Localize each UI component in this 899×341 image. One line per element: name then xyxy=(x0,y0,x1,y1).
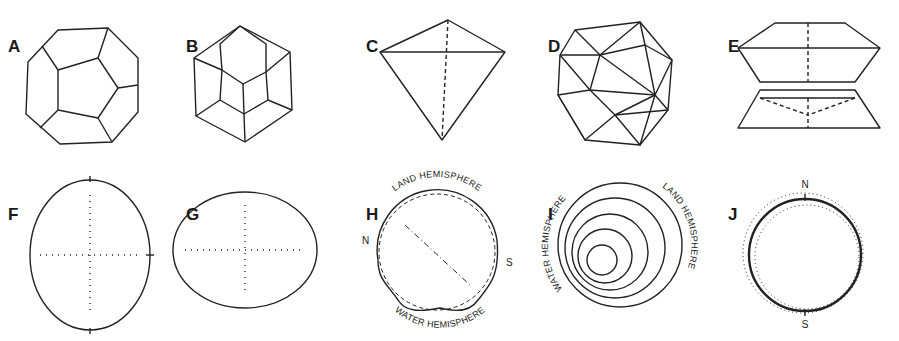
edge-line xyxy=(244,114,245,142)
tetrahedron xyxy=(380,20,505,140)
edge-line xyxy=(40,110,58,128)
shell-circle xyxy=(565,198,665,298)
edge-line xyxy=(575,22,645,55)
tick-mark xyxy=(146,254,154,255)
panel-letter: D xyxy=(548,38,560,55)
edge-line xyxy=(196,70,222,116)
panel-letter: H xyxy=(366,206,378,223)
axis-line xyxy=(40,254,140,255)
edge-line xyxy=(243,84,244,114)
hidden-edge xyxy=(808,98,855,115)
edge-line xyxy=(220,100,268,114)
region-label: LAND HEMISPHERE xyxy=(661,181,700,271)
hidden-edge xyxy=(807,23,808,82)
direction-label: S xyxy=(506,258,513,268)
edge-line xyxy=(194,52,290,84)
edge-line xyxy=(42,46,58,70)
pear-outline xyxy=(377,190,497,311)
panel-letter: E xyxy=(728,38,739,55)
panel-letter: B xyxy=(186,38,198,55)
edge-line xyxy=(380,51,505,52)
region-label: LAND HEMISPHERE xyxy=(390,169,484,193)
panel-letter: J xyxy=(728,206,737,223)
edge-line xyxy=(600,55,668,110)
panel-letter: G xyxy=(186,206,199,223)
tick-mark xyxy=(804,309,805,316)
hidden-edge xyxy=(442,20,448,140)
shell-circle xyxy=(587,245,617,275)
direction-label: S xyxy=(802,320,809,330)
edge-line xyxy=(590,90,655,115)
tick-mark xyxy=(89,176,90,182)
edge-line xyxy=(590,90,655,95)
shell-circle xyxy=(572,214,648,290)
edge-line xyxy=(98,118,112,142)
frustum xyxy=(738,90,880,128)
edge-line xyxy=(615,110,668,115)
sphere-reference xyxy=(379,194,495,310)
panel-letter: I xyxy=(548,206,553,223)
dodecahedron-face xyxy=(58,58,118,118)
direction-label: N xyxy=(362,236,369,246)
oblate-outline xyxy=(173,192,317,308)
region-label: WATER HEMISPHERE xyxy=(393,305,486,330)
axis-line xyxy=(405,225,470,285)
edge-line xyxy=(118,85,138,88)
offset-outline xyxy=(755,205,859,309)
hidden-edge xyxy=(807,98,808,128)
edge-line xyxy=(240,26,266,72)
earth-outline xyxy=(749,199,861,311)
axis-line xyxy=(185,249,305,250)
edge-line xyxy=(98,28,108,58)
shell-circle xyxy=(578,229,632,283)
edge-line xyxy=(558,55,600,95)
edge-line xyxy=(645,45,672,95)
prolate-outline xyxy=(30,180,150,330)
hidden-edge xyxy=(760,98,808,115)
axis-line xyxy=(89,195,90,315)
icosahedron xyxy=(558,22,672,145)
panel-letter: A xyxy=(8,38,20,55)
edge-line xyxy=(220,26,240,70)
offset-outline xyxy=(743,193,863,313)
shell-circle xyxy=(558,183,682,307)
panel-letter: F xyxy=(8,206,18,223)
region-label: WATER HEMISPHERE xyxy=(540,193,568,294)
tick-mark xyxy=(804,194,805,201)
direction-label: N xyxy=(801,180,808,190)
edge-line xyxy=(266,72,292,110)
dodecahedron xyxy=(26,28,138,144)
tick-mark xyxy=(89,328,90,334)
panel-letter: C xyxy=(366,38,378,55)
edge-line xyxy=(558,95,655,145)
frustum xyxy=(738,23,880,82)
edge-line xyxy=(560,55,590,90)
rhombic-dodecahedron xyxy=(194,26,292,142)
edge-line xyxy=(738,47,880,48)
edge-line xyxy=(560,45,672,60)
